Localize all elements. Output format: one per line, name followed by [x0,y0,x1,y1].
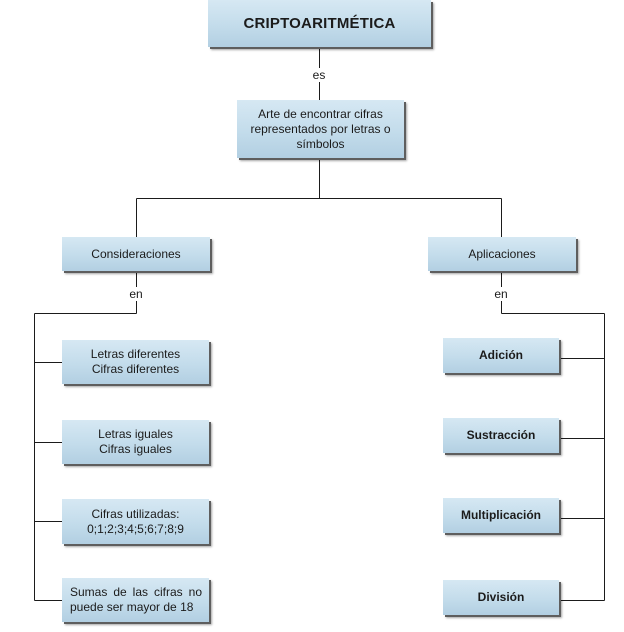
application-4-label: División [477,590,525,604]
consideration-3-line-2: 0;1;2;3;4;5;6;7;8;9 [87,521,184,536]
link-label-en-considerations: en [127,287,145,301]
consideration-4-line-1: Sumas de las cifras no [70,585,202,599]
definition-line-2: representados por letras o [250,121,391,136]
link-label-es: es [310,68,328,82]
link-label-en-applications: en [492,287,510,301]
considerations-label: Consideraciones [91,246,181,261]
application-3-label: Multiplicación [460,508,541,522]
consideration-2-line-1: Letras iguales [98,427,173,441]
application-1-label: Adición [479,348,523,362]
definition-line-1: Arte de encontrar cifras [258,106,383,121]
application-box-sustraccion: Sustracción [443,418,559,453]
application-box-multiplicacion: Multiplicación [443,498,559,533]
consideration-box-4: Sumas de las cifras no puede ser mayor d… [62,578,209,622]
consideration-2-line-2: Cifras iguales [99,442,172,456]
definition-box: Arte de encontrar cifras representados p… [237,100,404,158]
application-2-label: Sustracción [466,428,536,442]
title-box: CRIPTOARITMÉTICA [208,0,431,47]
consideration-box-1: Letras diferentes Cifras diferentes [62,340,209,384]
definition-line-3: símbolos [296,136,345,151]
application-box-adicion: Adición [443,338,559,373]
consideration-1-line-1: Letras diferentes [90,347,181,361]
consideration-1-line-2: Cifras diferentes [91,362,180,376]
consideration-box-2: Letras iguales Cifras iguales [62,420,209,464]
consideration-3-line-1: Cifras utilizadas: [91,506,180,521]
consideration-box-3: Cifras utilizadas: 0;1;2;3;4;5;6;7;8;9 [62,499,209,544]
title-text: CRIPTOARITMÉTICA [243,15,396,32]
considerations-box: Consideraciones [62,237,210,271]
applications-box: Aplicaciones [428,237,576,271]
application-box-division: División [443,580,559,615]
applications-label: Aplicaciones [468,246,536,261]
consideration-4-line-2: puede ser mayor de 18 [70,600,194,614]
